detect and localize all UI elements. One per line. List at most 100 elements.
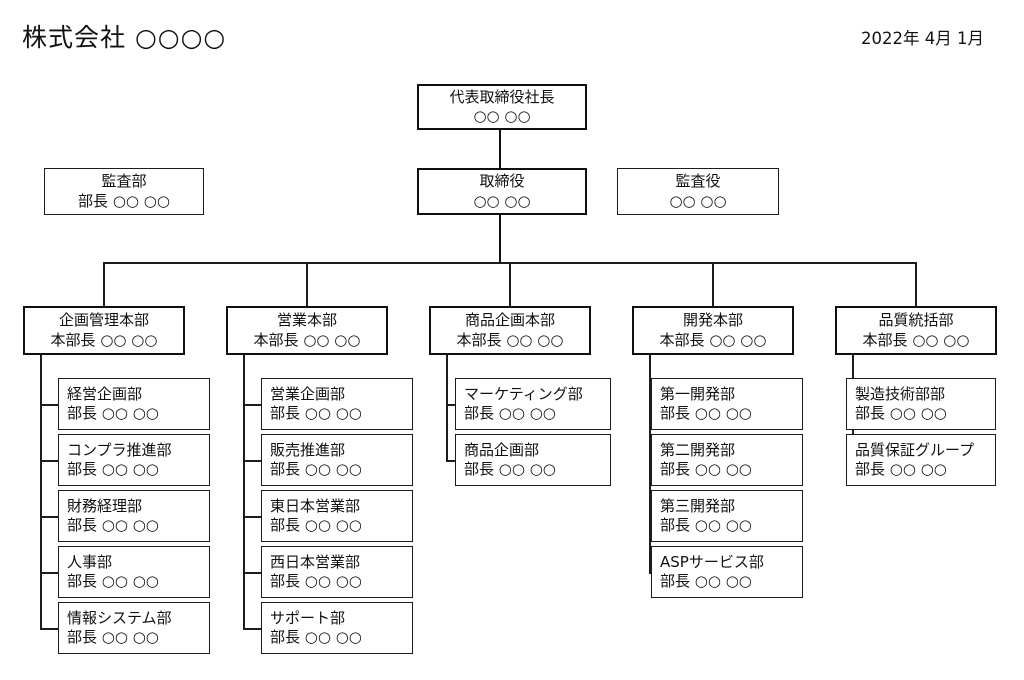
node-title: 東日本営業部	[270, 496, 361, 515]
node-director[interactable]: 取締役 ○○ ○○	[417, 168, 587, 215]
connector-division-spine	[446, 355, 448, 460]
connector-department-arm	[40, 404, 58, 406]
node-department[interactable]: 経営企画部部長 ○○ ○○	[58, 378, 210, 430]
page-title: 株式会社 ○○○○	[22, 23, 227, 52]
node-division[interactable]: 企画管理本部本部長 ○○ ○○	[23, 306, 185, 355]
node-department[interactable]: 情報システム部部長 ○○ ○○	[58, 602, 210, 654]
node-department[interactable]: 製造技術部部部長 ○○ ○○	[846, 378, 996, 430]
connector-bus-drop-3	[509, 262, 511, 306]
node-person: 部長 ○○ ○○	[464, 404, 556, 422]
node-title: 営業本部	[276, 311, 337, 330]
node-title: 第一開発部	[660, 384, 736, 403]
connector-bus-drop-5	[915, 262, 917, 306]
node-title: 製造技術部部	[855, 384, 946, 403]
node-title: 代表取締役社長	[449, 87, 555, 106]
node-title: 企画管理本部	[58, 311, 149, 330]
node-title: 品質保証グループ	[855, 440, 975, 459]
node-person: 部長 ○○ ○○	[270, 460, 362, 478]
node-department[interactable]: 商品企画部部長 ○○ ○○	[455, 434, 611, 486]
node-person: 部長 ○○ ○○	[78, 191, 170, 210]
connector-bus-drop-2	[306, 262, 308, 306]
node-title: 西日本営業部	[270, 552, 361, 571]
chart-date: 2022年 4月 1月	[861, 29, 984, 48]
node-auditor[interactable]: 監査役 ○○ ○○	[617, 168, 779, 215]
node-person: 部長 ○○ ○○	[67, 516, 159, 534]
node-person: 部長 ○○ ○○	[464, 460, 556, 478]
node-department[interactable]: マーケティング部部長 ○○ ○○	[455, 378, 611, 430]
node-title: 商品企画部	[464, 440, 540, 459]
node-title: 財務経理部	[67, 496, 143, 515]
node-department[interactable]: ASPサービス部部長 ○○ ○○	[651, 546, 803, 598]
node-president[interactable]: 代表取締役社長 ○○ ○○	[417, 84, 587, 130]
connector-president-director	[499, 130, 502, 168]
node-department[interactable]: 西日本営業部部長 ○○ ○○	[261, 546, 413, 598]
node-department[interactable]: 営業企画部部長 ○○ ○○	[261, 378, 413, 430]
connector-department-arm	[649, 460, 651, 462]
node-person: 部長 ○○ ○○	[660, 516, 752, 534]
node-title: 取締役	[479, 172, 525, 191]
connector-bus-drop-4	[712, 262, 714, 306]
node-division[interactable]: 営業本部本部長 ○○ ○○	[226, 306, 388, 355]
connector-department-arm	[649, 404, 651, 406]
node-person: ○○ ○○	[669, 191, 727, 210]
node-person: 本部長 ○○ ○○	[659, 330, 767, 349]
connector-division-spine	[243, 355, 245, 628]
node-person: 部長 ○○ ○○	[67, 460, 159, 478]
node-person: 部長 ○○ ○○	[270, 628, 362, 646]
node-person: 部長 ○○ ○○	[855, 404, 947, 422]
node-department[interactable]: 品質保証グループ部長 ○○ ○○	[846, 434, 996, 486]
node-title: コンプラ推進部	[67, 440, 172, 459]
connector-department-arm	[243, 572, 261, 574]
connector-department-arm	[446, 404, 455, 406]
connector-division-spine	[649, 355, 651, 572]
node-department[interactable]: 第三開発部部長 ○○ ○○	[651, 490, 803, 542]
node-person: 部長 ○○ ○○	[270, 404, 362, 422]
connector-department-arm	[243, 460, 261, 462]
connector-department-arm	[649, 516, 651, 518]
connector-department-arm	[40, 628, 58, 630]
connector-department-arm	[40, 460, 58, 462]
connector-department-arm	[649, 572, 651, 574]
node-division[interactable]: 開発本部本部長 ○○ ○○	[632, 306, 794, 355]
node-title: サポート部	[270, 608, 346, 627]
node-department[interactable]: サポート部部長 ○○ ○○	[261, 602, 413, 654]
node-title: 第三開発部	[660, 496, 736, 515]
node-person: 部長 ○○ ○○	[67, 572, 159, 590]
connector-bus-drop-1	[103, 262, 105, 306]
node-audit-department[interactable]: 監査部 部長 ○○ ○○	[44, 168, 204, 215]
node-person: 部長 ○○ ○○	[660, 572, 752, 590]
node-person: 部長 ○○ ○○	[855, 460, 947, 478]
node-title: 監査役	[675, 172, 721, 191]
node-title: 品質統括部	[878, 311, 954, 330]
node-department[interactable]: 人事部部長 ○○ ○○	[58, 546, 210, 598]
node-person: 部長 ○○ ○○	[270, 516, 362, 534]
node-title: 開発本部	[682, 311, 743, 330]
node-person: 部長 ○○ ○○	[67, 628, 159, 646]
node-person: 本部長 ○○ ○○	[50, 330, 158, 349]
connector-department-arm	[446, 460, 455, 462]
node-person: 部長 ○○ ○○	[660, 460, 752, 478]
node-person: 部長 ○○ ○○	[660, 404, 752, 422]
node-title: 情報システム部	[67, 608, 172, 627]
node-department[interactable]: 第一開発部部長 ○○ ○○	[651, 378, 803, 430]
node-department[interactable]: 財務経理部部長 ○○ ○○	[58, 490, 210, 542]
node-person: 本部長 ○○ ○○	[456, 330, 564, 349]
node-title: 監査部	[101, 172, 147, 191]
node-department[interactable]: 東日本営業部部長 ○○ ○○	[261, 490, 413, 542]
node-person: 部長 ○○ ○○	[270, 572, 362, 590]
node-title: 販売推進部	[270, 440, 346, 459]
node-title: 営業企画部	[270, 384, 346, 403]
node-division[interactable]: 品質統括部本部長 ○○ ○○	[835, 306, 997, 355]
connector-department-arm	[243, 516, 261, 518]
connector-director-bus	[499, 215, 502, 263]
node-person: ○○ ○○	[473, 191, 531, 210]
connector-department-arm	[243, 404, 261, 406]
node-department[interactable]: 販売推進部部長 ○○ ○○	[261, 434, 413, 486]
node-department[interactable]: 第二開発部部長 ○○ ○○	[651, 434, 803, 486]
node-person: 部長 ○○ ○○	[67, 404, 159, 422]
connector-department-arm	[243, 628, 261, 630]
node-division[interactable]: 商品企画本部本部長 ○○ ○○	[429, 306, 591, 355]
node-department[interactable]: コンプラ推進部部長 ○○ ○○	[58, 434, 210, 486]
connector-department-arm	[40, 516, 58, 518]
